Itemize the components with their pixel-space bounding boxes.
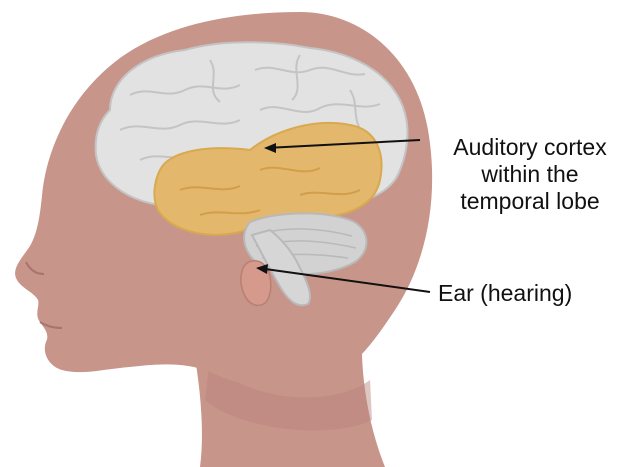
auditory-cortex-label-line-1: Auditory cortex bbox=[425, 134, 635, 161]
auditory-cortex-label-line-3: temporal lobe bbox=[425, 188, 635, 215]
auditory-cortex-label-line-2: within the bbox=[425, 161, 635, 188]
auditory-cortex-label: Auditory cortex within the temporal lobe bbox=[425, 134, 635, 215]
ear-label: Ear (hearing) bbox=[438, 280, 572, 307]
